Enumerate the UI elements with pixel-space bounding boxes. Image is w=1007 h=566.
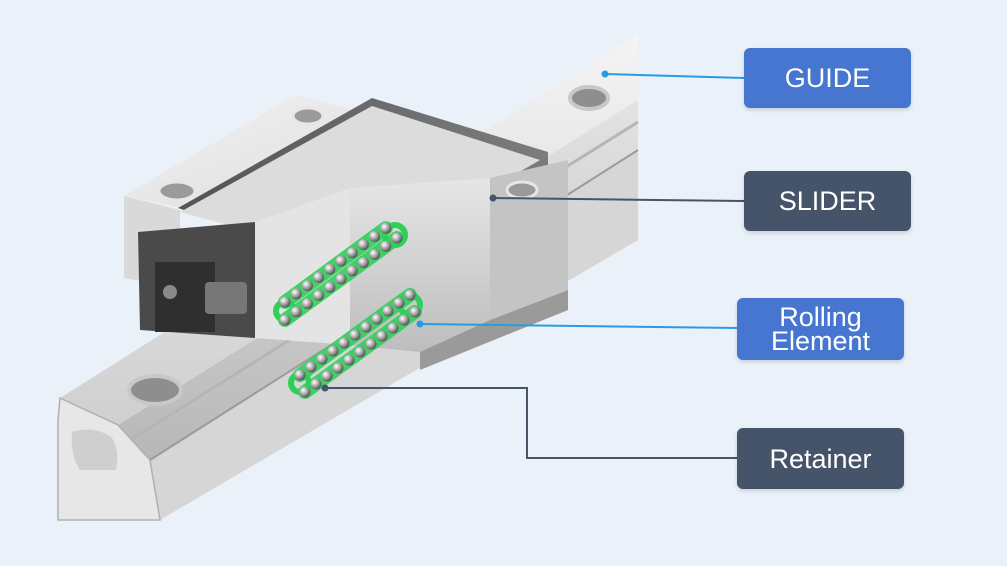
bearing-ball — [305, 361, 317, 373]
bearing-ball — [346, 265, 358, 277]
bearing-ball — [313, 271, 325, 283]
bearing-ball — [290, 306, 302, 318]
grease-nipple-icon — [163, 285, 177, 299]
bearing-ball — [360, 321, 372, 333]
bearing-ball — [357, 257, 369, 269]
block-mount-hole-icon — [505, 180, 539, 200]
bearing-ball — [369, 230, 381, 242]
rail-mount-hole-icon — [127, 374, 183, 406]
slider-label: SLIDER — [744, 171, 911, 231]
leader-lines — [321, 70, 745, 459]
bearing-ball — [382, 305, 394, 317]
bearing-ball — [349, 329, 361, 341]
rolling-leader-line — [419, 323, 738, 329]
slider-leader-line — [492, 197, 745, 202]
bearing-ball — [346, 247, 358, 259]
bearing-ball — [327, 345, 339, 357]
retainer-band — [278, 221, 393, 309]
bearing-ball — [387, 322, 399, 334]
bearing-ball — [335, 273, 347, 285]
bearing-ball — [290, 288, 302, 300]
bearing-ball — [279, 296, 291, 308]
bearing-ball — [354, 346, 366, 358]
guide-leader-line — [604, 73, 745, 79]
bearing-ball — [371, 313, 383, 325]
bearing-ball — [369, 248, 381, 260]
block-mount-hole-icon — [157, 180, 197, 202]
bearing-ball — [409, 306, 421, 318]
bearing-ball — [391, 232, 403, 244]
bearing-ball — [357, 239, 369, 251]
bearing-ball — [321, 370, 333, 382]
bearing-ball — [380, 222, 392, 234]
bearing-ball — [294, 369, 306, 381]
bearing-ball — [335, 255, 347, 267]
bearing-ball — [332, 362, 344, 374]
bearing-ball — [324, 263, 336, 275]
guide-label: GUIDE — [744, 48, 911, 108]
bearing-ball — [343, 354, 355, 366]
retainer-loop — [382, 222, 408, 248]
rail-mount-hole-icon — [568, 85, 610, 111]
rolling-element-label: Rolling Element — [737, 298, 904, 360]
bearing-ball — [398, 314, 410, 326]
bearing-ball — [393, 297, 405, 309]
bearing-ball — [324, 281, 336, 293]
block-mount-hole-icon — [291, 106, 325, 126]
bearing-ball — [338, 337, 350, 349]
bearing-ball — [301, 298, 313, 310]
ball-bearing-chain — [273, 221, 423, 399]
bearing-ball — [376, 330, 388, 342]
bearing-ball — [299, 386, 311, 398]
bearing-ball — [316, 353, 328, 365]
retainer-leader-line — [325, 387, 737, 459]
bearing-ball — [279, 314, 291, 326]
bearing-ball — [404, 289, 416, 301]
bearing-ball — [313, 289, 325, 301]
bearing-ball — [380, 240, 392, 252]
bearing-ball — [301, 280, 313, 292]
bearing-ball — [310, 378, 322, 390]
bearing-ball — [365, 338, 377, 350]
retainer-label: Retainer — [737, 428, 904, 489]
